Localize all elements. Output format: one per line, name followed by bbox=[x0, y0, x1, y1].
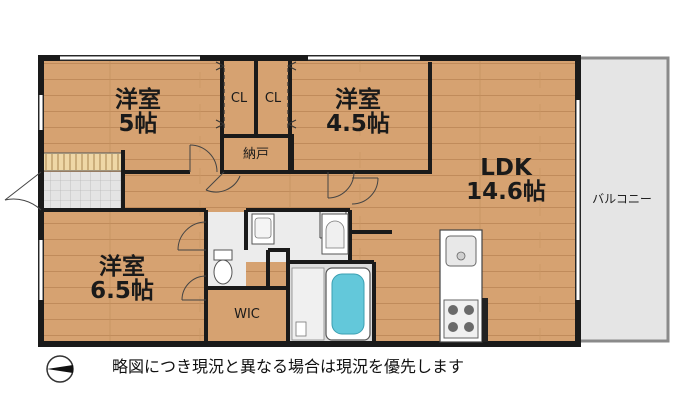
wash-basin bbox=[251, 213, 275, 245]
room-size: 5帖 bbox=[118, 111, 158, 138]
closet-right bbox=[258, 63, 288, 133]
balcony-railing bbox=[577, 56, 670, 343]
room-label-western-45: 洋室 4.5帖 bbox=[318, 88, 398, 136]
room-label-western-65: 洋室 6.5帖 bbox=[82, 255, 162, 303]
room-label-western-5: 洋室 5帖 bbox=[103, 88, 173, 136]
room-size: 6.5帖 bbox=[90, 278, 154, 305]
room-size: 14.6帖 bbox=[466, 179, 546, 206]
wic-label: WIC bbox=[234, 307, 260, 322]
room-name: 洋室 bbox=[99, 254, 145, 280]
closet-left bbox=[224, 63, 254, 133]
wic-room bbox=[208, 288, 286, 344]
storage-room bbox=[224, 140, 288, 172]
bath-mirror bbox=[295, 321, 307, 337]
toilet bbox=[213, 249, 233, 285]
compass-icon bbox=[46, 355, 74, 383]
room-label-ldk: LDK 14.6帖 bbox=[456, 156, 556, 204]
closet-label-right: CL bbox=[264, 91, 282, 106]
room-name: LDK bbox=[480, 155, 532, 181]
disclaimer-note: 略図につき現況と異なる場合は現況を優先します bbox=[112, 357, 465, 376]
kitchen-counter bbox=[439, 229, 488, 343]
room-size: 4.5帖 bbox=[326, 111, 390, 138]
shoe-cabinet-stripes bbox=[45, 154, 119, 170]
balcony-area bbox=[576, 57, 669, 342]
interior-walls bbox=[41, 58, 432, 344]
closet-doors bbox=[223, 68, 289, 130]
closet-door-marks bbox=[215, 61, 297, 129]
closet-label-left: CL bbox=[230, 91, 248, 106]
balcony-label: バルコニー bbox=[592, 192, 652, 206]
storage-label: 納戸 bbox=[242, 147, 269, 162]
window-frames bbox=[38, 55, 581, 300]
room-name: 洋室 bbox=[335, 87, 381, 113]
windows bbox=[39, 56, 580, 300]
bathtub bbox=[325, 267, 371, 341]
compass-label: N bbox=[56, 362, 64, 363]
room-name: 洋室 bbox=[115, 87, 161, 113]
entrance-tiles bbox=[41, 172, 123, 210]
washer-space bbox=[321, 213, 349, 255]
